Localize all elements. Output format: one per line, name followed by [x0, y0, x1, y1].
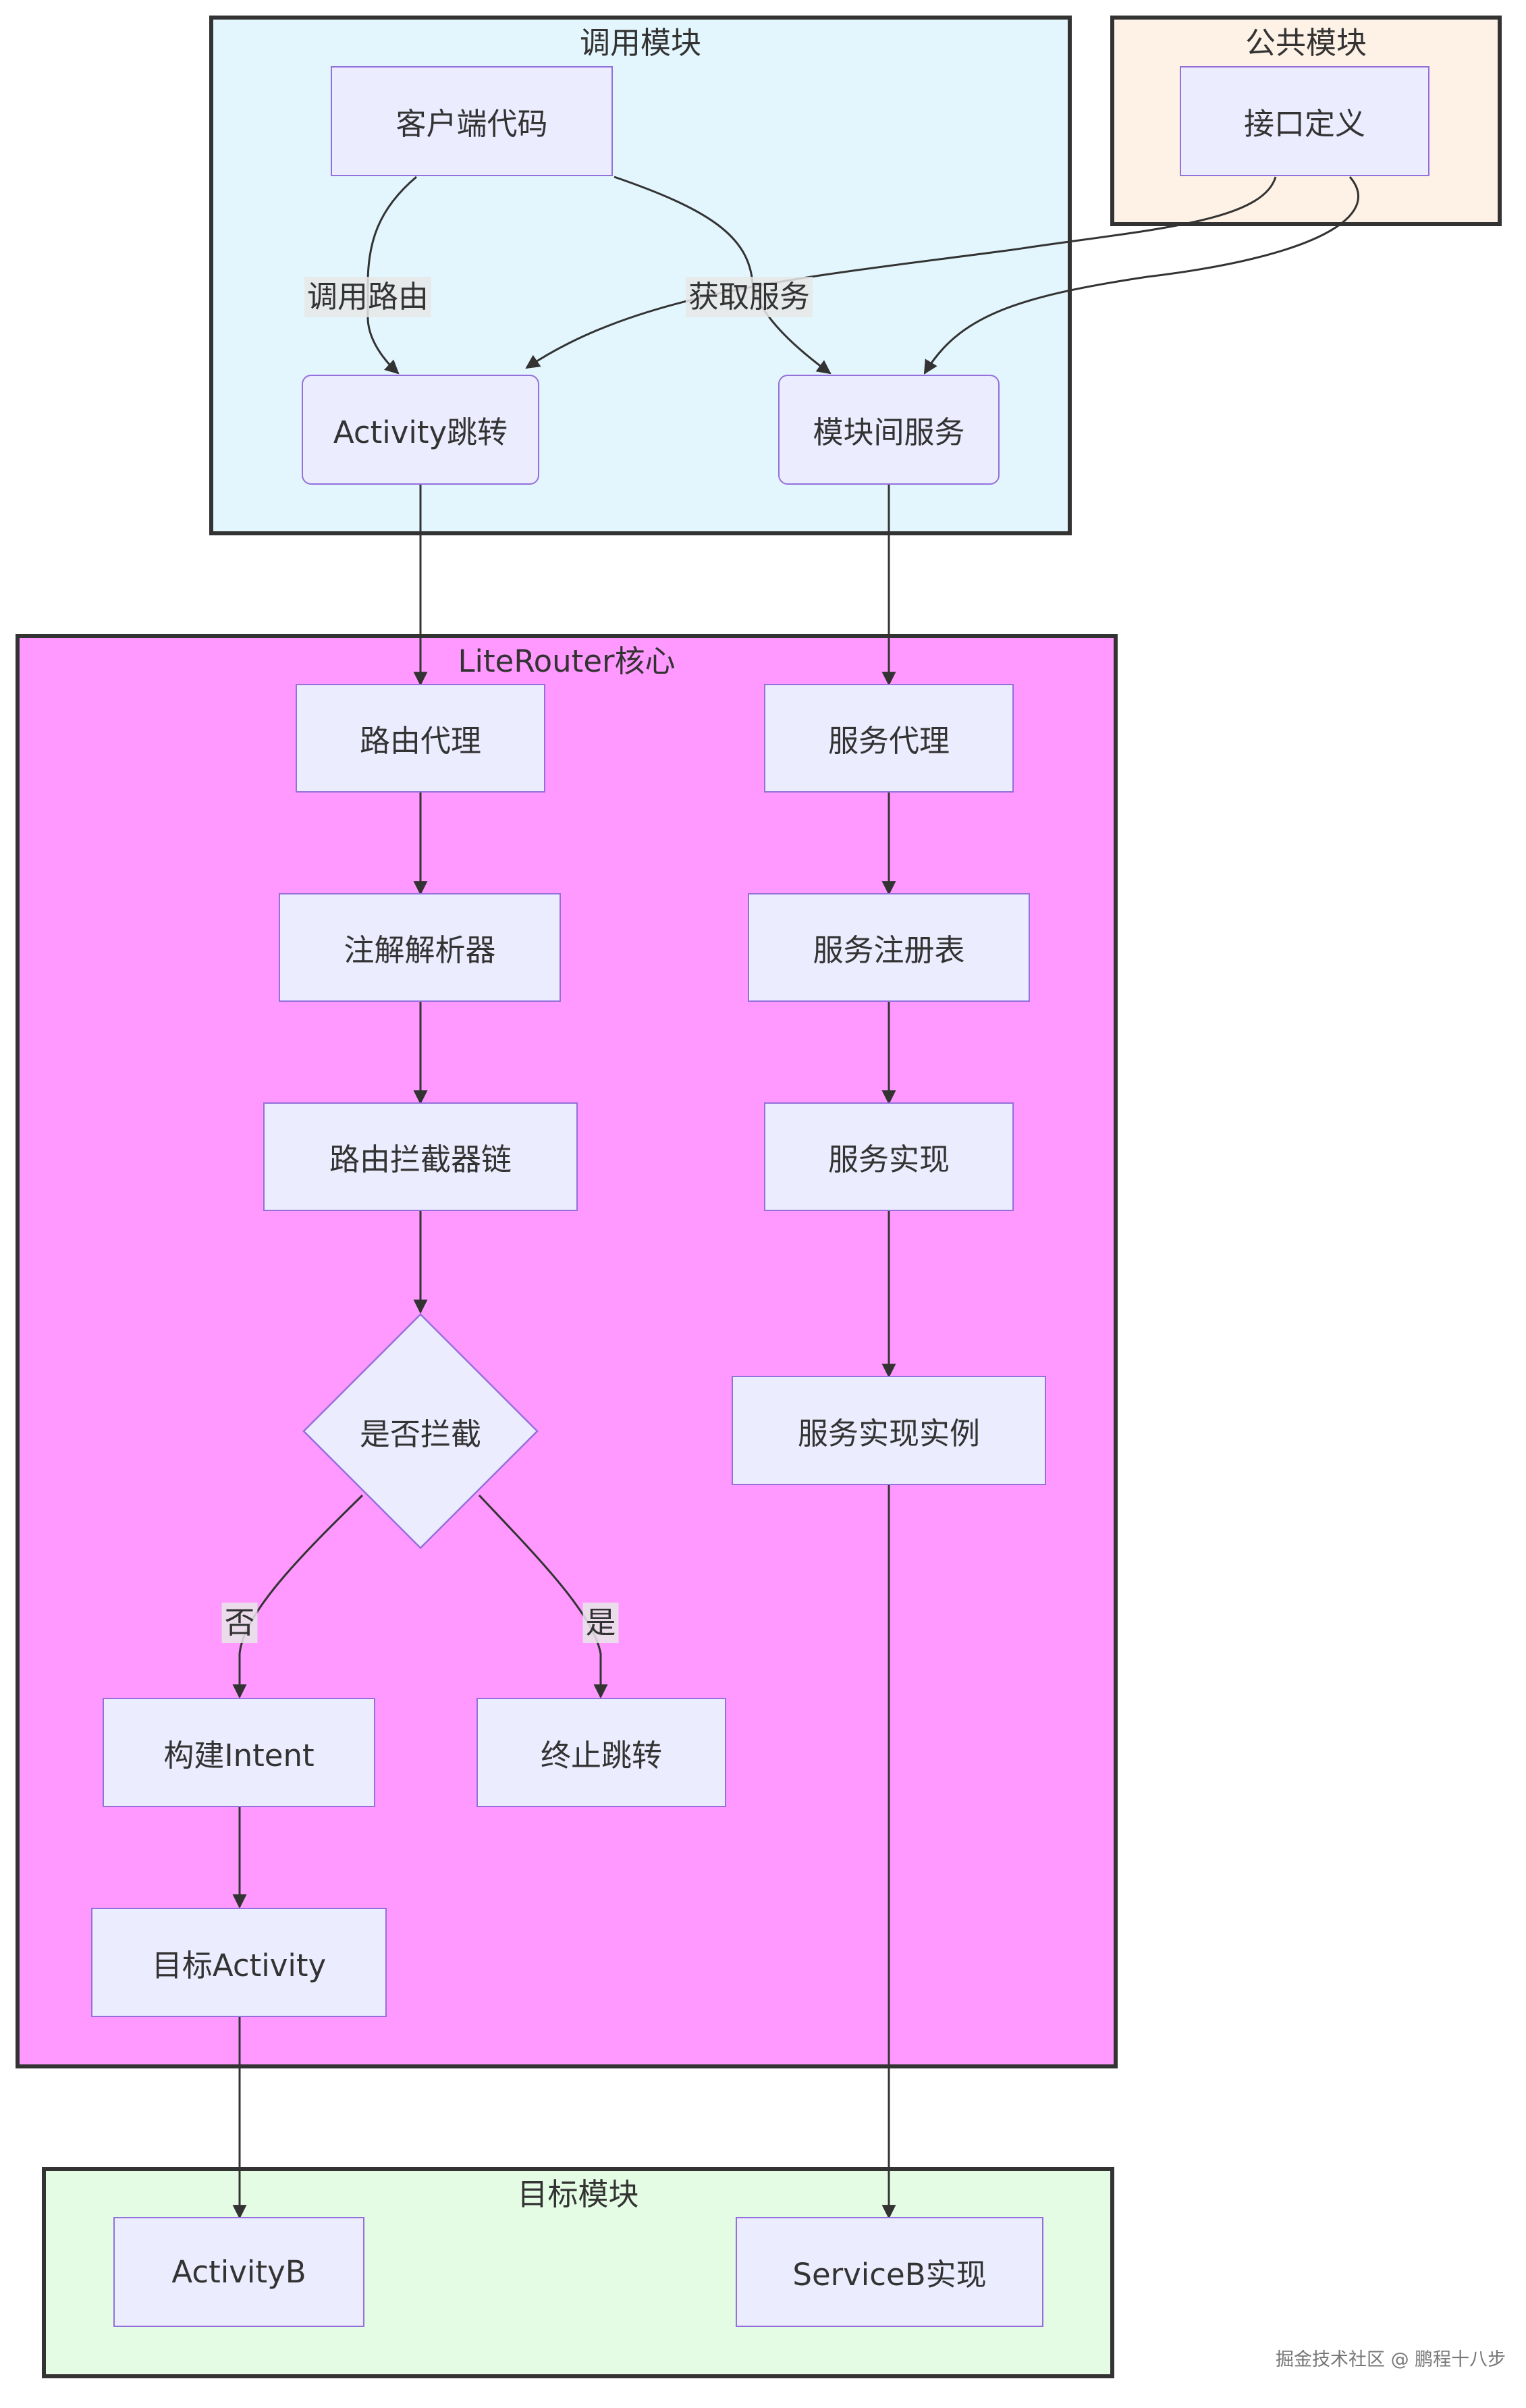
abort-jump-node[interactable]: 终止跳转 — [476, 1698, 726, 1807]
service-proxy-node[interactable]: 服务代理 — [764, 684, 1014, 793]
subgraph-common-title: 公共模块 — [1245, 25, 1367, 61]
edge-interface-to-activity — [525, 176, 1277, 369]
activity-b-node[interactable]: ActivityB — [113, 2217, 364, 2327]
build-intent-node[interactable]: 构建Intent — [103, 1698, 375, 1807]
service-registry-node[interactable]: 服务注册表 — [748, 893, 1030, 1002]
decision-diamond-shape — [302, 1313, 539, 1549]
service-instance-node[interactable]: 服务实现实例 — [732, 1376, 1046, 1485]
target-activity-node[interactable]: 目标Activity — [91, 1908, 387, 2017]
is-intercepted-decision[interactable]: 是否拦截 — [302, 1313, 539, 1549]
edge-decision-no — [232, 1494, 364, 1699]
edge-label-no: 否 — [221, 1603, 258, 1643]
edge-client-to-service — [614, 176, 832, 375]
watermark-text: 掘金技术社区 @ 鹏程十八步 — [1276, 2349, 1506, 2370]
activity-jump-node[interactable]: Activity跳转 — [302, 375, 539, 485]
subgraph-core-title: LiteRouter核心 — [458, 643, 676, 679]
is-intercepted-label: 是否拦截 — [359, 1416, 481, 1452]
edge-label-get-service: 获取服务 — [685, 277, 813, 317]
service-b-impl-node[interactable]: ServiceB实现 — [736, 2217, 1043, 2327]
client-code-node[interactable]: 客户端代码 — [331, 66, 613, 176]
service-impl-node[interactable]: 服务实现 — [764, 1102, 1014, 1211]
subgraph-literouter-core: LiteRouter核心 — [16, 634, 1118, 2068]
edge-client-to-activity — [366, 176, 417, 375]
interceptor-chain-node[interactable]: 路由拦截器链 — [263, 1102, 578, 1211]
subgraph-caller-title: 调用模块 — [579, 25, 701, 61]
edge-label-yes: 是 — [582, 1603, 619, 1643]
annotation-parser-node[interactable]: 注解解析器 — [279, 893, 561, 1002]
edge-label-call-route: 调用路由 — [304, 277, 432, 317]
route-proxy-node[interactable]: 路由代理 — [296, 684, 545, 793]
edge-decision-yes — [478, 1494, 608, 1699]
edge-interface-to-service — [923, 176, 1359, 375]
subgraph-target-title: 目标模块 — [517, 2176, 639, 2212]
interface-definition-node[interactable]: 接口定义 — [1180, 66, 1429, 176]
module-service-node[interactable]: 模块间服务 — [778, 375, 1000, 485]
